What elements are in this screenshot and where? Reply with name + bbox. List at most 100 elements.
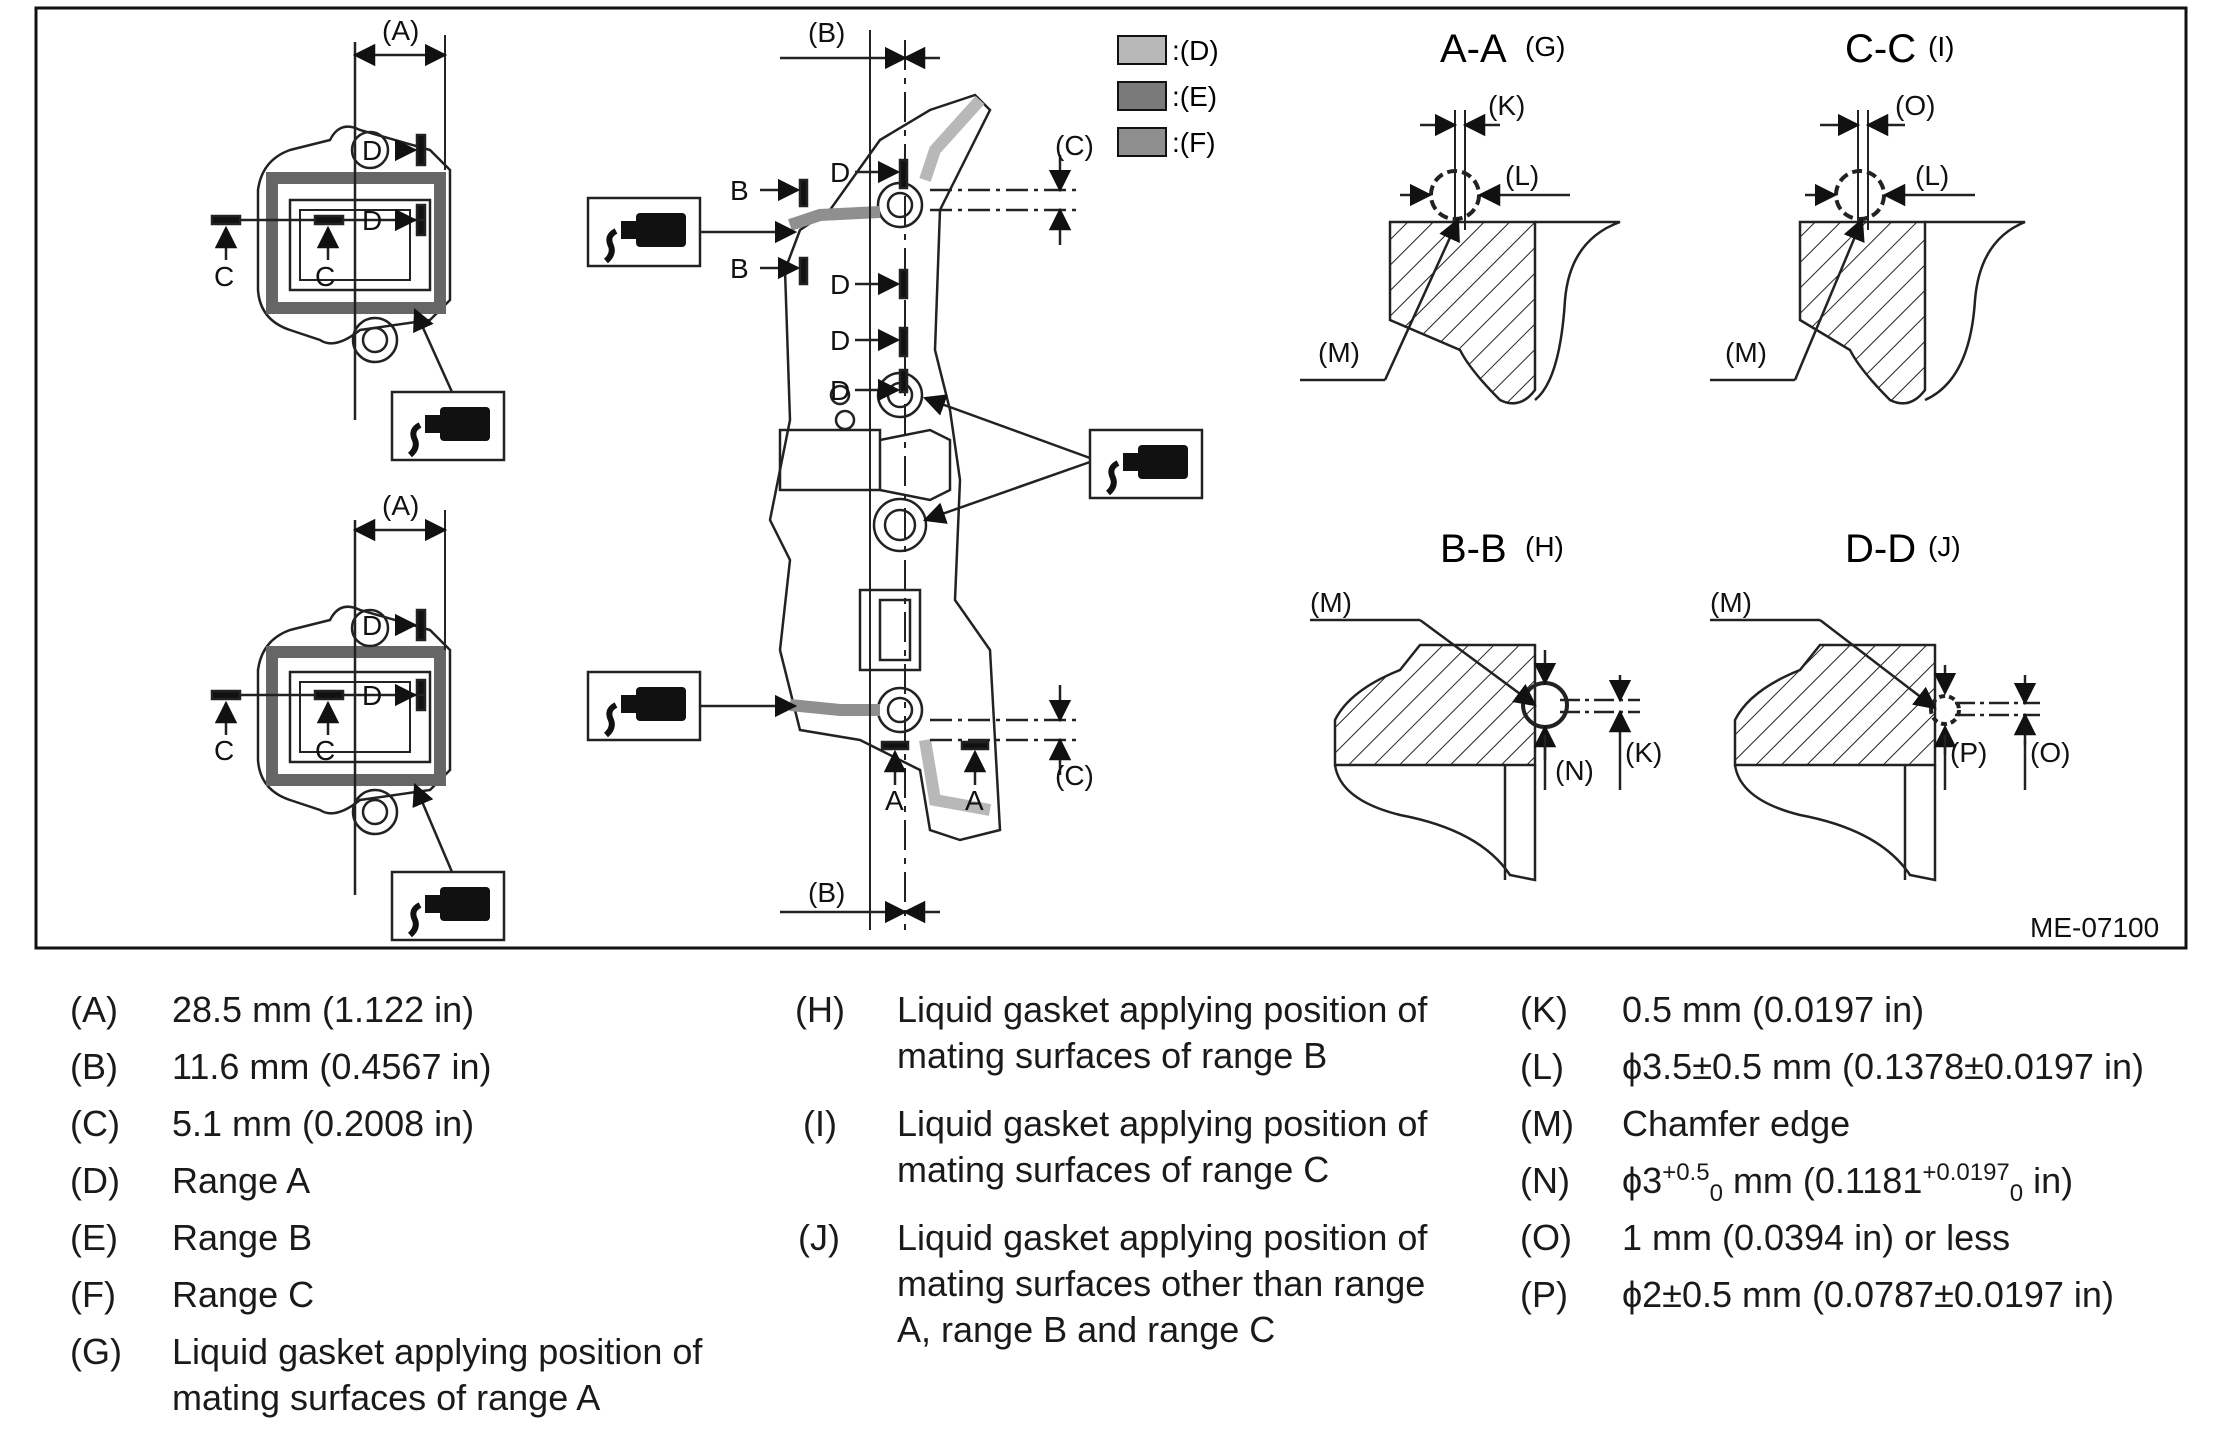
section-aa	[1300, 110, 1621, 405]
callout-a: (A)	[382, 15, 419, 46]
callout-letter: D	[830, 269, 850, 300]
formula-part: +0.0197	[1922, 1159, 2010, 1186]
callout-letter: D	[362, 135, 382, 166]
legend-text: 5.1 mm (0.2008 in)	[172, 1103, 475, 1144]
section-bb	[1310, 618, 1640, 882]
callout-m: (M)	[1318, 337, 1360, 368]
legend-key: (O)	[1520, 1217, 1572, 1258]
formula-part: +0.5	[1662, 1159, 1710, 1186]
left-top-view	[210, 35, 506, 462]
callout-n: (N)	[1555, 755, 1594, 786]
formula-part: 0	[2009, 1180, 2024, 1208]
formula-part: in)	[2023, 1160, 2074, 1201]
legend-text: ϕ2±0.5 mm (0.0787±0.0197 in)	[1622, 1274, 2114, 1315]
callout-m: (M)	[1310, 587, 1352, 618]
callout-letter: A	[965, 785, 984, 816]
legend-key: (H)	[795, 989, 845, 1030]
callout-c: (C)	[1055, 760, 1094, 791]
legend-key: (G)	[70, 1331, 122, 1372]
tube-icon	[603, 213, 686, 264]
section-ref: (I)	[1928, 31, 1954, 62]
center-view	[586, 30, 1204, 930]
legend-text: Range C	[172, 1274, 315, 1315]
legend-text: Range B	[172, 1217, 313, 1258]
section-dd	[1710, 618, 2040, 882]
figure-frame	[34, 6, 2188, 950]
legend-text: Liquid gasket applying position of matin…	[897, 1103, 1428, 1190]
color-key: :(D) :(E) :(F)	[1117, 35, 1219, 158]
legend-key: (J)	[798, 1217, 840, 1258]
callout-labels: (A) (A) (B) (B) (C) (C) (K) (L) (M) (O) …	[214, 15, 2159, 943]
formula-part: 0	[1709, 1180, 1723, 1208]
swatch-label: :(F)	[1172, 127, 1216, 158]
callout-l: (L)	[1505, 160, 1539, 191]
legend-key: (E)	[70, 1217, 118, 1258]
tube-icon	[603, 687, 686, 738]
section-title: C-C	[1845, 27, 1916, 71]
callout-b: (B)	[808, 17, 845, 48]
callout-letter: A	[885, 785, 904, 816]
section-ref: (J)	[1928, 531, 1961, 562]
legend-key: (B)	[70, 1046, 118, 1087]
section-ref: (H)	[1525, 531, 1564, 562]
callout-letter: D	[830, 325, 850, 356]
legend-key: (N)	[1520, 1160, 1570, 1201]
section-bb-title: B-B (H)	[1440, 527, 1564, 571]
legend-text: Liquid gasket applying position of matin…	[172, 1331, 703, 1418]
callout-c: (C)	[1055, 130, 1094, 161]
tube-icon	[407, 407, 490, 458]
legend-text: Liquid gasket applying position of matin…	[897, 989, 1428, 1076]
section-ref: (G)	[1525, 31, 1565, 62]
callout-letter: C	[315, 735, 335, 766]
legend-text: Range A	[172, 1160, 311, 1201]
legend-text: 1 mm (0.0394 in) or less	[1622, 1217, 2011, 1258]
gasket-diagram: :(D) :(E) :(F) A-A (G) C-C (I)	[34, 6, 2188, 950]
callout-letter: C	[214, 735, 234, 766]
section-aa-title: A-A (G)	[1440, 27, 1565, 71]
callout-letter: B	[730, 253, 749, 284]
callout-p: (P)	[1950, 737, 1987, 768]
section-title: B-B	[1440, 527, 1507, 571]
callout-letter: B	[730, 175, 749, 206]
formula-part: mm (0.1181	[1722, 1160, 1923, 1201]
callout-o: (O)	[2030, 737, 2070, 768]
swatch-label: :(E)	[1172, 81, 1217, 112]
legend-key: (P)	[1520, 1274, 1568, 1315]
callout-k: (K)	[1488, 90, 1525, 121]
legend-text: Chamfer edge	[1622, 1103, 1851, 1144]
callout-letter: D	[362, 680, 382, 711]
legend-text: 0.5 mm (0.0197 in)	[1622, 989, 1925, 1030]
legend-text: 28.5 mm (1.122 in)	[172, 989, 475, 1030]
callout-letter: C	[315, 261, 335, 292]
legend-key: (D)	[70, 1160, 120, 1201]
section-dd-title: D-D (J)	[1845, 527, 1961, 571]
legend-text: Liquid gasket applying position of matin…	[897, 1217, 1428, 1350]
callout-b: (B)	[808, 877, 845, 908]
legend-key: (L)	[1520, 1046, 1564, 1087]
formula-part: ϕ3	[1622, 1160, 1663, 1201]
section-cc-title: C-C (I)	[1845, 27, 1954, 71]
callout-letter: D	[830, 375, 850, 406]
callout-m: (M)	[1710, 587, 1752, 618]
legend-text-formula: ϕ3+0.50 mm (0.1181+0.01970 in)	[1622, 1158, 2074, 1208]
section-title: A-A	[1440, 27, 1507, 71]
callout-letter: D	[362, 205, 382, 236]
tube-icon	[407, 887, 490, 938]
left-bottom-view	[210, 510, 506, 942]
legend-text: 11.6 mm (0.4567 in)	[172, 1046, 492, 1087]
legend-key: (A)	[70, 989, 118, 1030]
legend-key: (I)	[803, 1103, 837, 1144]
legend-key: (C)	[70, 1103, 120, 1144]
figure-code: ME-07100	[2030, 912, 2159, 943]
callout-letter: D	[362, 610, 382, 641]
swatch-label: :(D)	[1172, 35, 1219, 66]
callout-o: (O)	[1895, 90, 1935, 121]
section-cc	[1710, 110, 2026, 405]
legend-key: (K)	[1520, 989, 1568, 1030]
legend-text: ϕ3.5±0.5 mm (0.1378±0.0197 in)	[1622, 1046, 2144, 1087]
callout-letter: D	[830, 157, 850, 188]
section-title: D-D	[1845, 527, 1916, 571]
legend-key: (M)	[1520, 1103, 1574, 1144]
legend-key: (F)	[70, 1274, 116, 1315]
